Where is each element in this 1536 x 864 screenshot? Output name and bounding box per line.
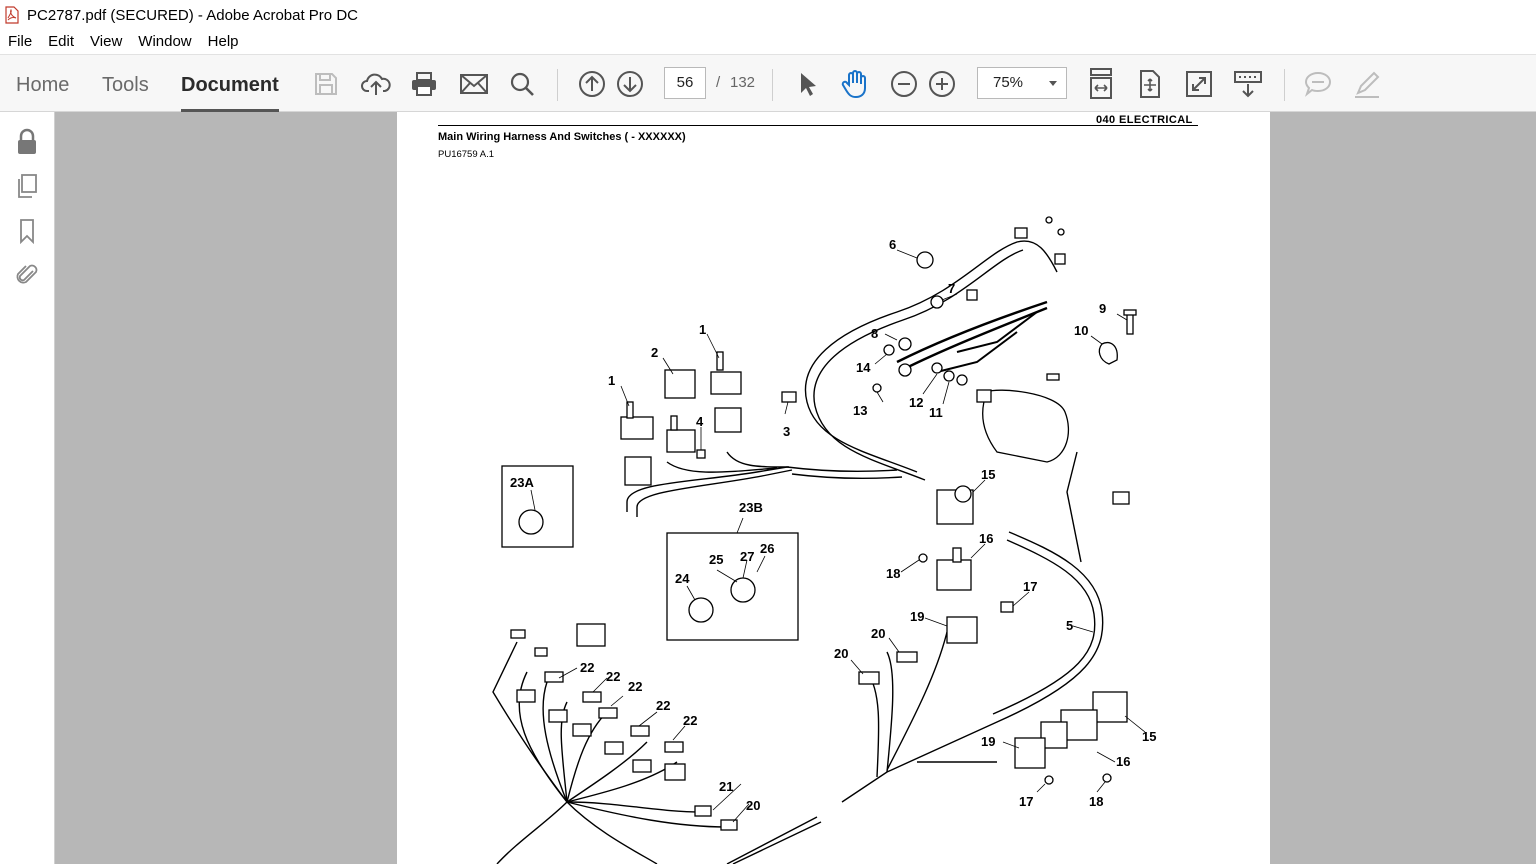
callout-18: 18	[1089, 794, 1103, 809]
callout-12: 12	[909, 395, 923, 410]
callout-15: 15	[1142, 729, 1156, 744]
callout-5: 5	[1066, 618, 1073, 633]
select-cursor-icon[interactable]	[790, 67, 824, 101]
toolbar-separator	[772, 69, 773, 101]
callout-20: 20	[871, 626, 885, 641]
callout-22: 22	[580, 660, 594, 675]
callout-19: 19	[981, 734, 995, 749]
callout-15: 15	[981, 467, 995, 482]
callout-10: 10	[1074, 323, 1088, 338]
callout-14: 14	[856, 360, 871, 375]
menu-edit[interactable]: Edit	[48, 33, 75, 50]
zoom-out-icon[interactable]	[887, 67, 921, 101]
pdf-file-icon	[5, 6, 19, 24]
header-rule	[438, 125, 1198, 126]
callout-8: 8	[871, 326, 878, 341]
callout-22: 22	[606, 669, 620, 684]
zoom-select[interactable]: 75%	[977, 67, 1067, 99]
toolbar-separator	[557, 69, 558, 101]
callout-23a: 23A	[510, 475, 534, 490]
menu-view[interactable]: View	[90, 33, 123, 50]
hand-tool-icon[interactable]	[838, 67, 872, 101]
callout-1: 1	[699, 322, 706, 337]
callout-21: 21	[719, 779, 733, 794]
page-number-input[interactable]: 56	[664, 67, 706, 99]
callout-4: 4	[696, 414, 704, 429]
menu-help[interactable]: Help	[207, 33, 239, 50]
callout-22: 22	[628, 679, 642, 694]
zoom-in-icon[interactable]	[925, 67, 959, 101]
window-title: PC2787.pdf (SECURED) - Adobe Acrobat Pro…	[27, 6, 358, 24]
callout-16: 16	[979, 531, 993, 546]
attachment-icon[interactable]	[13, 260, 41, 288]
navigation-pane	[0, 112, 55, 864]
chevron-down-icon	[1049, 81, 1057, 86]
callout-1: 1	[608, 373, 615, 388]
callout-23b: 23B	[739, 500, 763, 515]
toolbar-separator	[1284, 69, 1285, 101]
sign-icon[interactable]	[1350, 67, 1384, 101]
comment-icon[interactable]	[1301, 67, 1335, 101]
callout-3: 3	[783, 424, 790, 439]
page-title: Main Wiring Harness And Switches ( - XXX…	[438, 131, 686, 143]
menu-file[interactable]: File	[8, 33, 33, 50]
menu-bar: File Edit View Window Help	[0, 30, 1536, 54]
tab-home[interactable]: Home	[16, 74, 70, 96]
callout-20: 20	[746, 798, 760, 813]
lock-icon[interactable]	[13, 128, 41, 156]
full-screen-icon[interactable]	[1182, 67, 1216, 101]
page-separator: /	[716, 74, 721, 91]
callout-7: 7	[948, 281, 955, 296]
zoom-value: 75%	[993, 74, 1024, 91]
previous-page-icon[interactable]	[575, 67, 609, 101]
section-header: 040 ELECTRICAL	[1096, 114, 1193, 126]
fit-page-icon[interactable]	[1133, 67, 1167, 101]
pages-icon[interactable]	[13, 172, 41, 200]
read-mode-icon[interactable]	[1231, 67, 1265, 101]
callout-20: 20	[834, 646, 848, 661]
callout-9: 9	[1099, 301, 1106, 316]
document-code: PU16759 A.1	[438, 149, 494, 160]
callout-25: 25	[709, 552, 723, 567]
toolbar: Home Tools Document 56 / 132 75%	[0, 54, 1536, 112]
callout-27: 27	[740, 549, 754, 564]
bookmark-icon[interactable]	[13, 217, 41, 245]
save-icon[interactable]	[309, 67, 343, 101]
title-bar: PC2787.pdf (SECURED) - Adobe Acrobat Pro…	[0, 0, 1536, 30]
next-page-icon[interactable]	[613, 67, 647, 101]
callout-24: 24	[675, 571, 690, 586]
email-icon[interactable]	[457, 67, 491, 101]
menu-window[interactable]: Window	[138, 33, 192, 50]
tab-document[interactable]: Document	[181, 55, 279, 112]
page-total: 132	[730, 74, 756, 91]
callout-17: 17	[1023, 579, 1037, 594]
callout-17: 17	[1019, 794, 1033, 809]
callout-26: 26	[760, 541, 774, 556]
callout-2: 2	[651, 345, 658, 360]
callout-11: 11	[929, 405, 943, 420]
callout-22: 22	[683, 713, 697, 728]
callout-6: 6	[889, 237, 896, 252]
cloud-upload-icon[interactable]	[359, 67, 393, 101]
pdf-page: 040 ELECTRICAL Main Wiring Harness And S…	[397, 112, 1270, 864]
print-icon[interactable]	[407, 67, 441, 101]
document-viewer[interactable]: 040 ELECTRICAL Main Wiring Harness And S…	[55, 112, 1536, 864]
callout-18: 18	[886, 566, 900, 581]
callout-16: 16	[1116, 754, 1130, 769]
search-icon[interactable]	[505, 67, 539, 101]
scroll-mode-icon[interactable]	[1084, 67, 1118, 101]
wiring-diagram: 1 1 2 3 4 5 6 7 8 9 10 11 12 13 14 15 15…	[492, 216, 1156, 864]
callout-19: 19	[910, 609, 924, 624]
tab-tools[interactable]: Tools	[102, 74, 149, 96]
callout-22: 22	[656, 698, 670, 713]
callout-13: 13	[853, 403, 867, 418]
